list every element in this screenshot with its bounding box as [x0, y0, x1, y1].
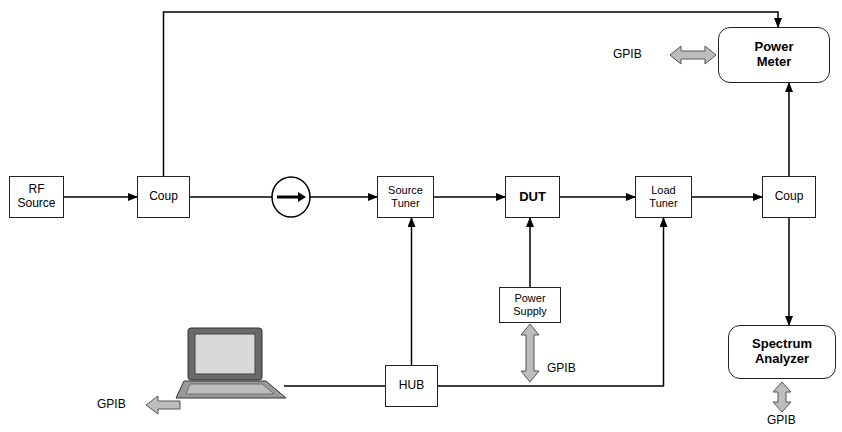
- laptop-icon: [176, 328, 286, 398]
- node-label: Source Tuner: [381, 184, 430, 209]
- bus-label: GPIB: [546, 362, 577, 376]
- source-box: RF Source: [9, 176, 64, 218]
- signal-connector: [560, 196, 635, 198]
- bus-label: GPIB: [96, 398, 127, 412]
- tuner-box: Source Tuner: [377, 176, 434, 218]
- node-label: HUB: [399, 379, 424, 393]
- bus-label: GPIB: [766, 414, 797, 428]
- instrument-box: Spectrum Analyzer: [728, 325, 836, 379]
- node-label: Load Tuner: [639, 184, 688, 209]
- signal-connector: [788, 83, 790, 176]
- gpib-arrow: [521, 324, 539, 382]
- signal-connector: [438, 218, 664, 386]
- signal-connector: [64, 196, 137, 198]
- hub-box: HUB: [385, 365, 438, 407]
- signal-connector: [788, 218, 790, 325]
- node-label: Spectrum Analyzer: [742, 337, 822, 367]
- signal-connector: [190, 196, 377, 198]
- network-cable: [284, 385, 385, 386]
- node-label: RF Source: [13, 183, 60, 211]
- bus-label: GPIB: [612, 48, 643, 62]
- node-label: Power Meter: [744, 40, 804, 70]
- dut-box: DUT: [505, 176, 560, 218]
- signal-connector: [164, 12, 779, 176]
- node-label: Power Supply: [503, 292, 557, 317]
- instrument-box: Power Meter: [718, 27, 830, 83]
- coupler-box: Coup: [762, 176, 816, 218]
- gpib-arrow: [670, 46, 716, 64]
- tuner-box: Load Tuner: [635, 176, 692, 218]
- node-label: DUT: [519, 190, 546, 205]
- gpib-arrow: [146, 396, 180, 414]
- isolator-symbol: [272, 177, 310, 217]
- coupler-box: Coup: [137, 176, 190, 218]
- signal-connector: [434, 196, 505, 198]
- signal-connector: [529, 218, 531, 287]
- gpib-arrow: [773, 382, 791, 412]
- signal-connector: [411, 218, 413, 365]
- node-label: Coup: [775, 190, 804, 204]
- power-supply-box: Power Supply: [499, 287, 561, 323]
- signal-connector: [692, 196, 762, 198]
- node-label: Coup: [149, 190, 178, 204]
